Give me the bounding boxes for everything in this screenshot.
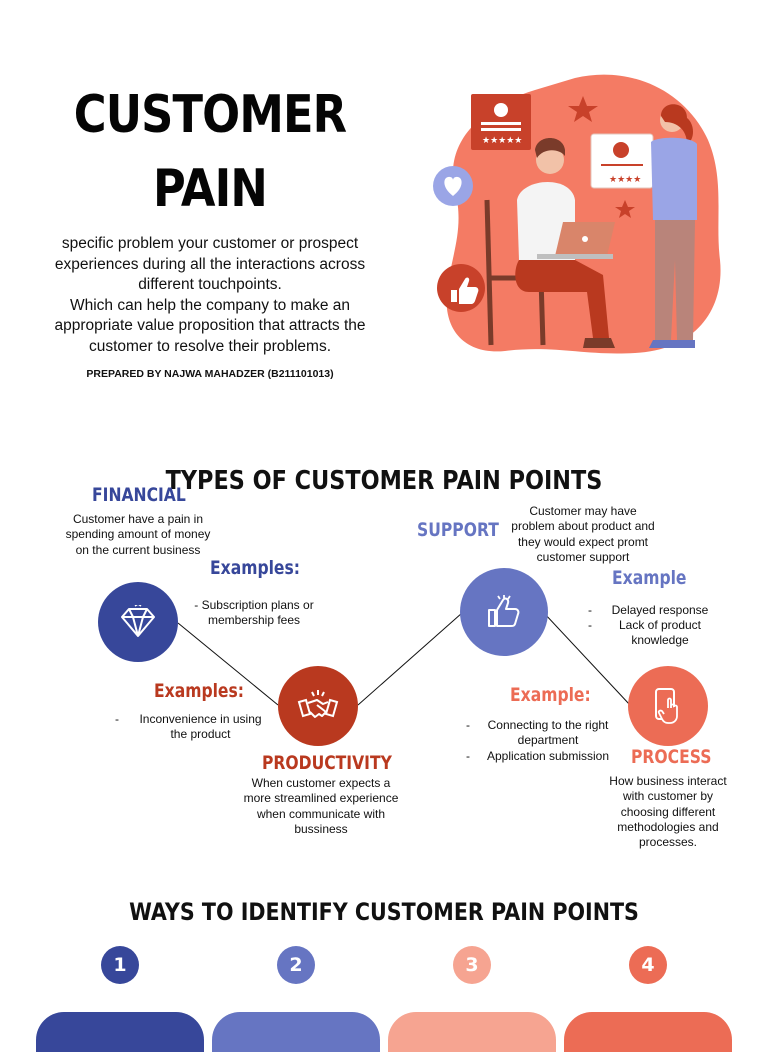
process-examples-title: Example: [510,684,591,706]
process-example-1-text: Connecting to the right department [487,718,609,748]
process-example-2: - Application submission [466,749,616,764]
hero-description: specific problem your customer or prospe… [54,235,366,355]
ways-section-title: WAYS TO IDENTIFY CUSTOMER PAIN POINTS [129,898,639,926]
support-circle [460,568,548,656]
process-circle [628,666,708,746]
phone-tap-icon [655,688,678,724]
customer-illustration: ★★★★★ ★★★★ [433,74,721,354]
connector-lines [177,612,631,706]
laptop-icon [537,222,615,259]
step-1-card [36,1012,204,1052]
bullet-dash: - [466,749,470,763]
productivity-example-text: Inconvenience in using the product [139,712,262,742]
step-3-card [388,1012,556,1052]
woman-figure [649,104,697,348]
support-example-1: - Delayed response [588,603,718,618]
financial-example: - Subscription plans or membership fees [194,598,314,628]
types-section-title: TYPES OF CUSTOMER PAIN POINTS [165,466,603,496]
prepared-by: PREPARED BY NAJWA MAHADZER (B211101013) [86,368,334,380]
bullet-dash: - [115,712,119,726]
productivity-title: PRODUCTIVITY [262,752,392,774]
productivity-examples-title: Examples: [154,680,245,702]
hero-title-line-1: CUSTOMER [73,85,347,145]
support-examples-title: Example [612,567,687,589]
thumbs-up-icon [488,595,520,627]
svg-text:★★★★: ★★★★ [609,175,641,185]
support-example-2: - Lack of product knowledge [588,618,718,649]
step-4-card [564,1012,732,1052]
handshake-icon [297,690,339,718]
financial-title: FINANCIAL [92,484,186,506]
step-2-card [212,1012,380,1052]
hero-title-line-2: PAIN [153,159,268,219]
step-4-badge: 4 [629,946,667,984]
financial-examples-title: Examples: [210,557,301,579]
support-example-2-text: Lack of product knowledge [618,618,702,648]
hero-title: CUSTOMER PAIN [64,78,356,226]
review-card-icon: ★★★★ [590,133,654,189]
diamond-icon [121,605,155,637]
star-icon [568,96,598,122]
process-example-1: - Connecting to the right department [466,718,616,749]
support-title: SUPPORT [417,519,499,541]
process-title: PROCESS [631,746,712,768]
bullet-dash: - [588,618,592,632]
productivity-circle [278,666,358,746]
process-description: How business interact with customer by c… [609,774,727,850]
bullet-dash: - [588,603,592,617]
bullet-dash: - [466,718,470,732]
support-description: Customer may have problem about product … [511,504,655,564]
step-3-badge: 3 [453,946,491,984]
step-1-badge: 1 [101,946,139,984]
financial-description: Customer have a pain in spending amount … [65,512,211,557]
productivity-description: When customer expects a more streamlined… [243,776,399,836]
step-2-badge: 2 [277,946,315,984]
process-example-2-text: Application submission [486,749,610,763]
rating-card-icon: ★★★★★ [471,94,531,150]
support-example-1-text: Delayed response [611,603,709,617]
financial-circle [98,582,178,662]
productivity-example: - Inconvenience in using the product [115,712,270,743]
svg-text:★★★★★: ★★★★★ [482,136,522,146]
star-icon [615,200,635,218]
